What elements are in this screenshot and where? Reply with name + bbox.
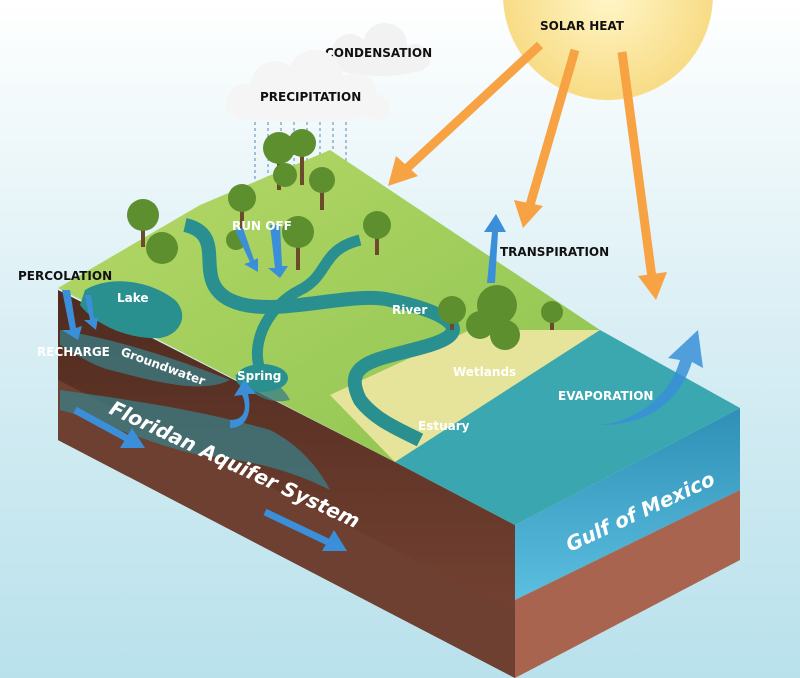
gulf-surface <box>395 330 740 525</box>
sun <box>503 0 713 100</box>
river-label: River <box>392 303 427 317</box>
river-tributary <box>251 234 362 372</box>
wetlands-label: Wetlands <box>453 365 516 379</box>
run-off-label: RUN OFF <box>232 219 292 233</box>
lake-label: Lake <box>117 291 149 305</box>
precipitation-label: PRECIPITATION <box>260 90 361 104</box>
spring-label: Spring <box>237 369 281 383</box>
transpiration-label: TRANSPIRATION <box>500 245 609 259</box>
condensation-label: CONDENSATION <box>325 46 432 60</box>
evaporation-label: EVAPORATION <box>558 389 653 403</box>
percolation-arrow <box>62 290 82 340</box>
spring-pool <box>236 364 288 392</box>
lake <box>80 281 183 339</box>
runoff-arrow <box>235 228 258 272</box>
cloud-condensation <box>330 23 430 76</box>
solar-heat-label: SOLAR HEAT <box>540 19 625 33</box>
seabed-right-face <box>515 490 740 678</box>
river <box>182 218 460 447</box>
water-flow-arrows <box>62 214 703 551</box>
percolation-label: PERCOLATION <box>18 269 112 283</box>
recharge-label: RECHARGE <box>37 345 110 359</box>
cloud-precipitation <box>225 50 390 122</box>
gulf-right-face <box>515 408 740 600</box>
trees <box>127 129 563 350</box>
solar-heat-arrows <box>388 41 667 300</box>
soil-band <box>58 380 515 678</box>
estuary-label: Estuary <box>418 419 470 433</box>
spring-arrow <box>230 380 256 428</box>
evaporation-arrow <box>600 330 703 425</box>
transpiration-arrow <box>484 214 506 283</box>
